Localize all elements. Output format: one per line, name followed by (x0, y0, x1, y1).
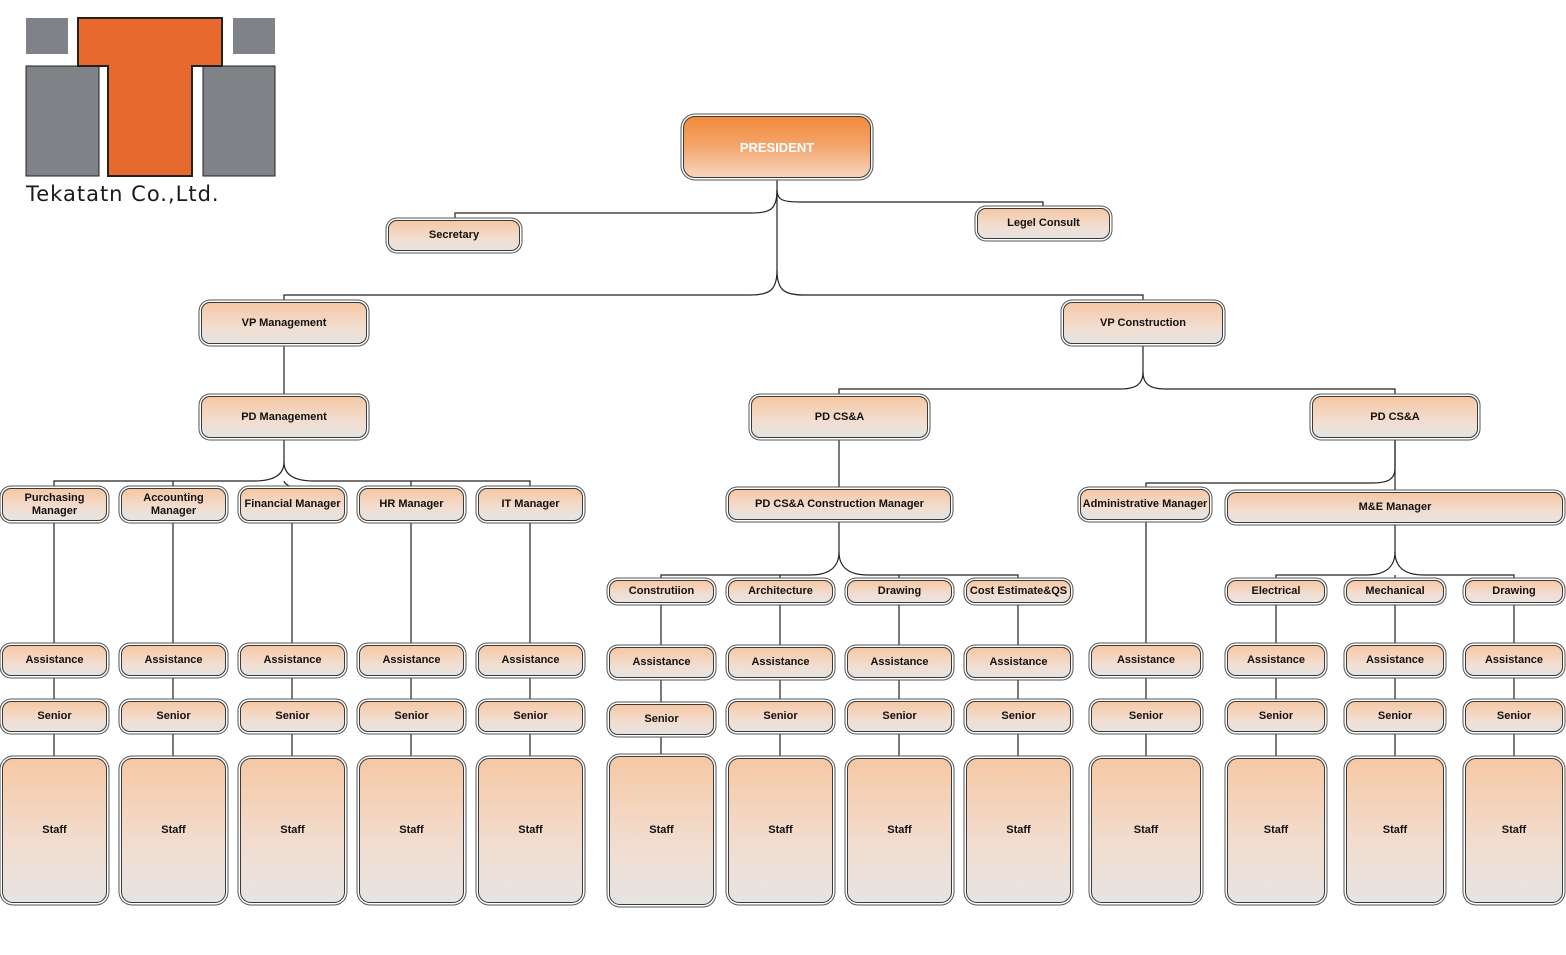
mechanical-node[interactable]: Mechanical (1346, 580, 1444, 603)
cons-manager-to-col-line (838, 551, 1019, 580)
staff-node[interactable]: Staff (2, 758, 107, 903)
assistance-node[interactable]: Assistance (1227, 645, 1325, 676)
company-name: Tekatatn Co.,Ltd. (26, 182, 220, 206)
drawing-node[interactable]: Drawing (847, 580, 952, 603)
assistance-node[interactable]: Assistance (609, 647, 714, 678)
assistance-node[interactable]: Assistance (1091, 645, 1201, 676)
senior-node[interactable]: Senior (359, 701, 464, 732)
president-to-vp-cons-line (776, 269, 1144, 302)
drawing-node[interactable]: Drawing (1465, 580, 1563, 603)
electrical-node[interactable]: Electrical (1227, 580, 1325, 603)
assistance-node[interactable]: Assistance (359, 645, 464, 676)
secretary-node[interactable]: Secretary (388, 220, 520, 251)
assistance-node[interactable]: Assistance (240, 645, 345, 676)
staff-node[interactable]: Staff (847, 758, 952, 903)
vp-construction-node[interactable]: VP Construction (1063, 302, 1223, 344)
senior-node[interactable]: Senior (1465, 701, 1563, 732)
legal-consult-node[interactable]: Legel Consult (977, 208, 1110, 239)
senior-node[interactable]: Senior (240, 701, 345, 732)
me-manager-to-col-line (1275, 523, 1396, 580)
it-manager-node[interactable]: IT Manager (478, 488, 583, 521)
assistance-node[interactable]: Assistance (1465, 645, 1563, 676)
senior-node[interactable]: Senior (609, 704, 714, 735)
president-to-legal-line (776, 189, 1044, 208)
company-logo: Tekatatn Co.,Ltd. (0, 0, 300, 215)
assistance-node[interactable]: Assistance (847, 647, 952, 678)
senior-node[interactable]: Senior (478, 701, 583, 732)
architecture-node[interactable]: Architecture (728, 580, 833, 603)
assistance-node[interactable]: Assistance (478, 645, 583, 676)
pd-mgmt-to-col-line (283, 461, 531, 488)
assistance-node[interactable]: Assistance (728, 647, 833, 678)
vp-to-pdcsa2-line (1142, 371, 1396, 396)
staff-node[interactable]: Staff (1227, 758, 1325, 903)
senior-node[interactable]: Senior (1227, 701, 1325, 732)
vp-to-pdcsa1-line (838, 344, 1144, 396)
staff-node[interactable]: Staff (728, 758, 833, 903)
pd-mgmt-to-col-line (53, 438, 285, 488)
staff-node[interactable]: Staff (478, 758, 583, 903)
staff-node[interactable]: Staff (359, 758, 464, 903)
senior-node[interactable]: Senior (1346, 701, 1444, 732)
financial-manager-node[interactable]: Financial Manager (240, 488, 345, 521)
assistance-node[interactable]: Assistance (966, 647, 1071, 678)
staff-node[interactable]: Staff (121, 758, 226, 903)
hr-manager-node[interactable]: HR Manager (359, 488, 464, 521)
senior-node[interactable]: Senior (1091, 701, 1201, 732)
president-to-secretary-line (454, 189, 778, 220)
construction-manager-node[interactable]: PD CS&A Construction Manager (728, 489, 951, 520)
pd-csa-node-1[interactable]: PD CS&A (751, 396, 928, 438)
staff-node[interactable]: Staff (1091, 758, 1201, 903)
construtiion-node[interactable]: Construtiion (609, 580, 714, 603)
me-manager-node[interactable]: M&E Manager (1227, 492, 1563, 523)
staff-node[interactable]: Staff (240, 758, 345, 903)
senior-node[interactable]: Senior (847, 701, 952, 732)
staff-node[interactable]: Staff (609, 756, 714, 905)
president-to-vp-mgmt-line (283, 178, 778, 302)
logo-mark-icon (25, 17, 276, 177)
cons-manager-to-col-line (660, 520, 840, 580)
assistance-node[interactable]: Assistance (1346, 645, 1444, 676)
pdcsa2-to-admin-line (1145, 438, 1396, 489)
staff-node[interactable]: Staff (1346, 758, 1444, 903)
president-node[interactable]: PRESIDENT (683, 116, 871, 178)
senior-node[interactable]: Senior (121, 701, 226, 732)
pd-mgmt-to-col-line (283, 480, 293, 489)
pd-csa-node-2[interactable]: PD CS&A (1312, 396, 1478, 438)
administrative-manager-node[interactable]: Administrative Manager (1080, 489, 1210, 520)
vp-management-node[interactable]: VP Management (201, 302, 367, 344)
assistance-node[interactable]: Assistance (2, 645, 107, 676)
me-manager-to-col-line (1394, 551, 1515, 580)
accounting-manager-node[interactable]: Accounting Manager (121, 488, 226, 521)
pd-management-node[interactable]: PD Management (201, 396, 367, 438)
senior-node[interactable]: Senior (966, 701, 1071, 732)
staff-node[interactable]: Staff (1465, 758, 1563, 903)
assistance-node[interactable]: Assistance (121, 645, 226, 676)
purchasing-manager-node[interactable]: Purchasing Manager (2, 488, 107, 521)
senior-node[interactable]: Senior (728, 701, 833, 732)
senior-node[interactable]: Senior (2, 701, 107, 732)
cost-estimate-qs-node[interactable]: Cost Estimate&QS (966, 580, 1071, 603)
staff-node[interactable]: Staff (966, 758, 1071, 903)
